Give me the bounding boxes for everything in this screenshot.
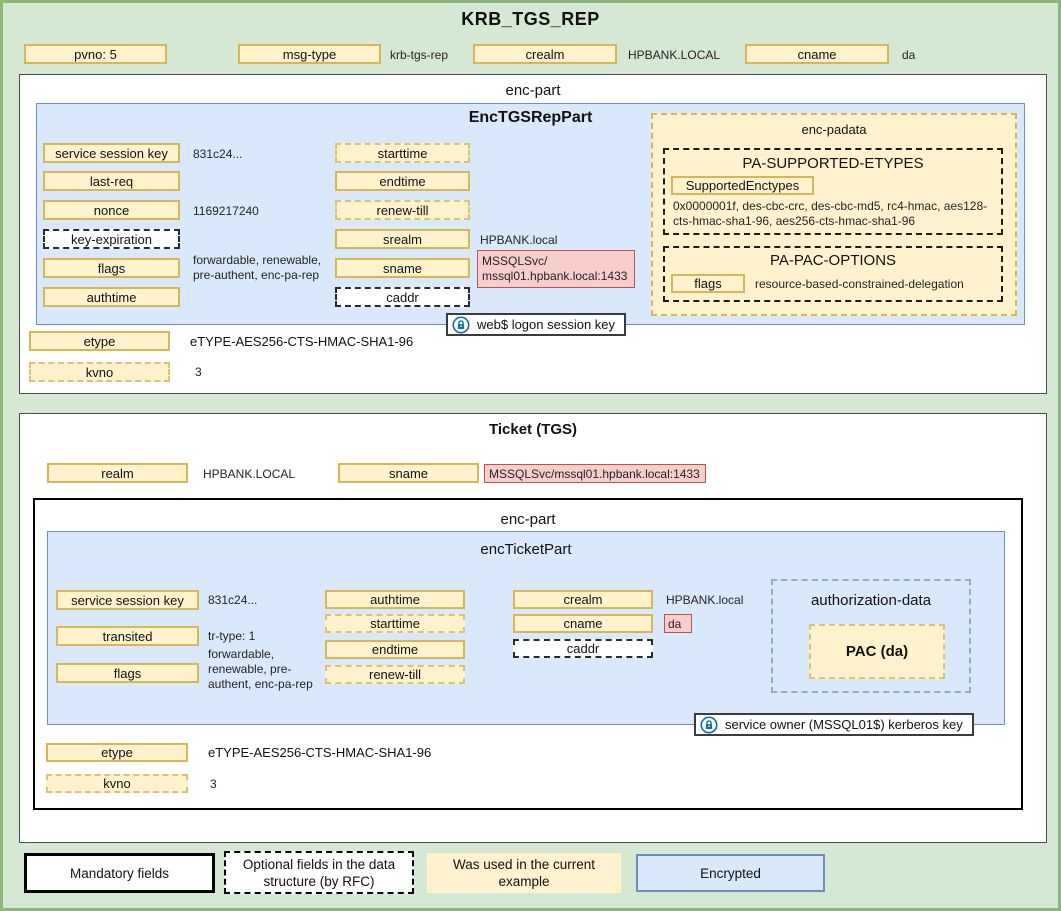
pa-supported-etypes-panel [663,148,1003,235]
field-srealm: srealm [335,229,470,249]
pa-supported-etypes-title: PA-SUPPORTED-ETYPES [742,155,924,172]
ticket-encryption-key-label: service owner (MSSQL01$) kerberos key [725,717,963,732]
service-session-key-value: 831c24... [193,147,243,161]
field-cname: cname [745,44,889,64]
field-endtime: endtime [335,171,470,191]
msg-type-value: krb-tgs-rep [390,48,449,62]
lock-icon [452,315,470,334]
field-key-expiration: key-expiration [43,229,180,249]
field-caddr: caddr [335,287,470,307]
field-t-flags: flags [56,663,199,683]
rep-encryption-key-chip: web$ logon session key [446,313,627,336]
ticket-enc-part-label: enc-part [500,511,556,528]
ticket-sname-value-highlight: MSSQLSvc/mssql01.hpbank.local:1433 [484,464,706,483]
t-etype-value: eTYPE-AES256-CTS-HMAC-SHA1-96 [208,745,432,760]
enc-ticket-part-title: encTicketPart [480,541,572,558]
enc-padata-title: enc-padata [801,122,867,137]
sname-value-highlight: MSSQLSvc/ mssql01.hpbank.local:1433 [477,250,635,288]
rep-enc-part-label: enc-part [505,82,561,99]
field-nonce: nonce [43,200,180,220]
field-flags: flags [43,258,180,278]
field-pac-options-flags: flags [671,274,745,293]
page-title: KRB_TGS_REP [461,9,600,29]
pa-pac-options-title: PA-PAC-OPTIONS [769,252,897,269]
realm-value: HPBANK.LOCAL [203,467,296,481]
rep-title: EncTGSRepPart [468,109,593,126]
flags-value: forwardable, renewable, pre-authent, enc… [193,253,322,282]
lock-icon [700,715,718,734]
t-service-session-key-value: 831c24... [208,593,258,607]
field-t-caddr: caddr [513,639,653,658]
field-transited: transited [56,626,199,646]
t-kvno-value: 3 [210,777,217,791]
field-t-authtime: authtime [325,590,465,609]
rep-etype-value: eTYPE-AES256-CTS-HMAC-SHA1-96 [190,334,414,349]
t-cname-value-highlight: da [664,614,692,633]
srealm-value: HPBANK.local [480,233,558,247]
field-rep-kvno: kvno [29,362,170,382]
field-t-starttime: starttime [325,614,465,633]
nonce-value: 1169217240 [193,204,259,218]
field-t-kvno: kvno [46,774,188,793]
field-realm: realm [47,463,188,483]
field-t-etype: etype [46,743,188,762]
field-authtime: authtime [43,287,180,307]
field-t-renew-till: renew-till [325,665,465,684]
field-t-endtime: endtime [325,640,465,659]
authorization-data-title: authorization-data [810,592,932,609]
pac-options-flags-value: resource-based-constrained-delegation [755,277,964,291]
field-msg-type: msg-type [238,44,381,64]
supported-enctypes-value: 0x0000001f, des-cbc-crc, des-cbc-md5, rc… [673,199,988,228]
cname-value: da [902,48,916,62]
field-t-cname: cname [513,614,653,633]
t-flags-value: forwardable, renewable, pre- authent, en… [208,647,313,691]
legend-encrypted: Encrypted [636,854,825,892]
field-pvno: pvno: 5 [24,44,167,64]
transited-value: tr-type: 1 [208,629,256,643]
field-service-session-key: service session key [43,143,180,163]
field-ticket-sname: sname [338,463,479,483]
field-crealm: crealm [473,44,617,64]
field-t-crealm: crealm [513,590,653,609]
rep-encryption-key-label: web$ logon session key [477,317,616,332]
t-crealm-value: HPBANK.local [666,593,744,607]
field-renew-till: renew-till [335,200,470,220]
field-last-req: last-req [43,171,180,191]
rep-kvno-value: 3 [195,365,202,379]
ticket-encryption-key-chip: service owner (MSSQL01$) kerberos key [694,713,974,736]
authorization-data-panel [771,579,971,693]
crealm-value: HPBANK.LOCAL [628,48,721,62]
legend-mandatory: Mandatory fields [24,853,215,893]
field-t-service-session-key: service session key [56,590,199,610]
field-rep-etype: etype [29,331,170,351]
ticket-title: Ticket (TGS) [488,421,578,438]
field-sname: sname [335,258,470,278]
field-supported-enctypes: SupportedEnctypes [671,176,814,195]
legend-used-in-example: Was used in the current example [427,853,621,893]
field-starttime: starttime [335,143,470,163]
legend-optional: Optional fields in the data structure (b… [224,851,414,894]
pa-pac-options-panel [663,246,1003,302]
pac-box: PAC (da) [809,624,945,679]
